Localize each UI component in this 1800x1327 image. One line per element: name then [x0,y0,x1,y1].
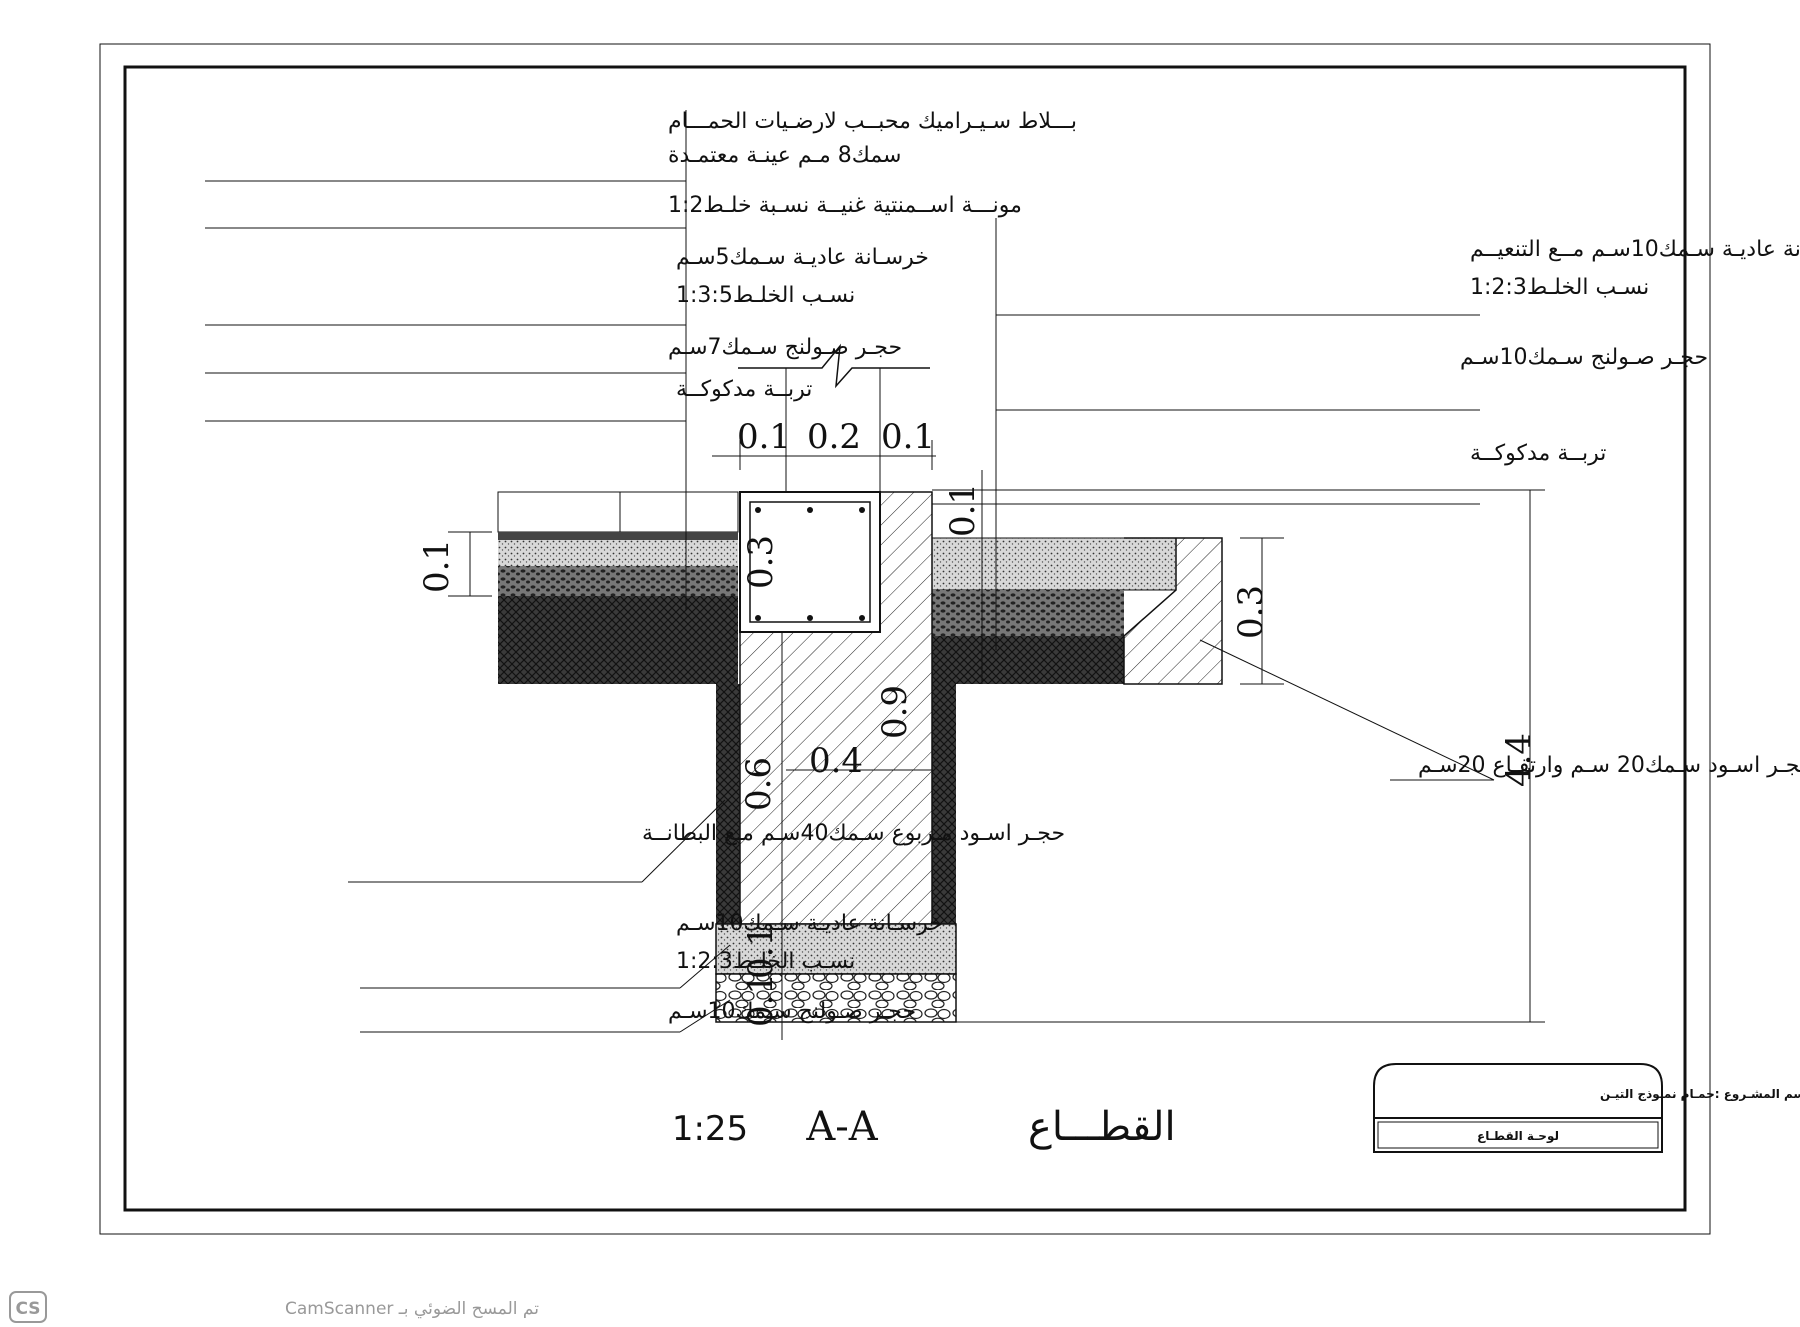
dim-top-mid: 0.2 [807,417,861,457]
outer-frame [99,43,1711,1235]
dim-footing-a: 0.1 [741,925,781,979]
label-ceramic-line2: سمك8 مـم عينـة معتمـدة [668,143,901,168]
camscanner-logo-text: CS [15,1299,40,1319]
inner-frame [123,65,1687,1212]
camscanner-logo-icon [9,1291,47,1323]
section-title: القطـــاع [1028,1104,1176,1150]
dim-left-depth: 0.1 [417,539,457,593]
title-block [1373,1063,1663,1153]
label-footing-soling: حجـر صـولنج سـمك10سـم [668,999,916,1024]
dim-right-top: 0.1 [943,483,983,537]
label-footing-concrete-line1: خرسـانة عاديـة سـمك10سـم [676,911,943,936]
label-footing-concrete-line2: نسـب الخلـط1:2:3 [676,949,855,974]
camscanner-text: تم المسح الضوئي بـ CamScanner [285,1299,539,1319]
dim-footing-b: 0.1 [741,973,781,1027]
dim-beam: 0.3 [741,535,781,589]
section-scale: 1:25 [672,1109,748,1149]
leader-lines [205,110,1495,1033]
right-floor-layers [931,537,1223,685]
label-concrete-line1: خرسـانة عاديـة سـمك5سـم [676,245,929,270]
label-right-soil: تربــة مدكوكــة [1470,441,1606,466]
left-floor-layers [497,491,739,684]
dim-total: 4.4 [1499,733,1539,787]
camscanner-watermark: CS تم المسح الضوئي بـ CamScanner [9,1291,539,1323]
label-right-concrete-line2: نسـب الخلـط1:2:3 [1470,275,1649,300]
foundation-wall [715,343,957,1023]
dim-wall-lower: 0.6 [739,757,779,811]
dim-top-right: 0.1 [881,417,935,457]
dim-wall-width: 0.4 [809,741,863,781]
label-soling: حجـر صـولنج سـمك7سـم [668,335,902,360]
label-right-soling: حجـر صـولنج سـمك10سـم [1460,345,1708,370]
label-ceramic-line1: بـــلاط سـيـراميك محبــب لارضـيات الحمــ… [668,109,1077,134]
label-mortar: مونـــة اســمنتية غنيــة نسـبة خلـط1:2 [668,193,1022,218]
dim-right: 0.3 [1231,585,1271,639]
dim-wall-height: 0.9 [875,685,915,739]
section-code: A-A [805,1104,878,1150]
title-block-project: اسم المشـروع :حمـام نمـوذج التيـن [1600,1087,1800,1102]
title-block-sheet: لوحـة القطـاع [1477,1129,1559,1144]
dim-top-left: 0.1 [737,417,791,457]
dimension-lines [448,440,1545,1040]
label-concrete-line2: نسـب الخلـط1:3:5 [676,283,855,308]
label-black-stone-20: حجـر اسـود سـمك20 سـم وارتفـاع 20سـم [1418,753,1800,778]
label-soil: تربــة مدكوكــة [676,377,812,402]
label-right-concrete-line1: خرسـانة عاديـة سـمك10سـم مــع التنعيــم [1470,237,1800,262]
label-black-stone-40: حجـر اسـود مـربوع سـمك40سـم مـع البطانــ… [642,821,1065,846]
